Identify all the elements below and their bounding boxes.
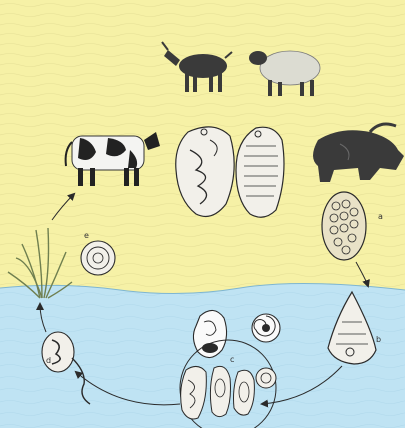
stage-a-egg — [322, 192, 366, 260]
adult-fluke-2 — [236, 127, 284, 217]
stage-c-redia-1 — [210, 366, 230, 416]
stage-c-cyst — [256, 368, 276, 388]
stage-c-redia-2 — [234, 370, 255, 415]
stage-label-c: c — [230, 355, 234, 364]
stage-label-e: e — [84, 231, 89, 240]
stage-label-d: d — [46, 356, 51, 365]
stage-e-metacercaria — [81, 241, 115, 275]
snail-2 — [252, 314, 280, 342]
stage-label-b: b — [376, 335, 381, 344]
stage-label-a: a — [378, 212, 383, 221]
